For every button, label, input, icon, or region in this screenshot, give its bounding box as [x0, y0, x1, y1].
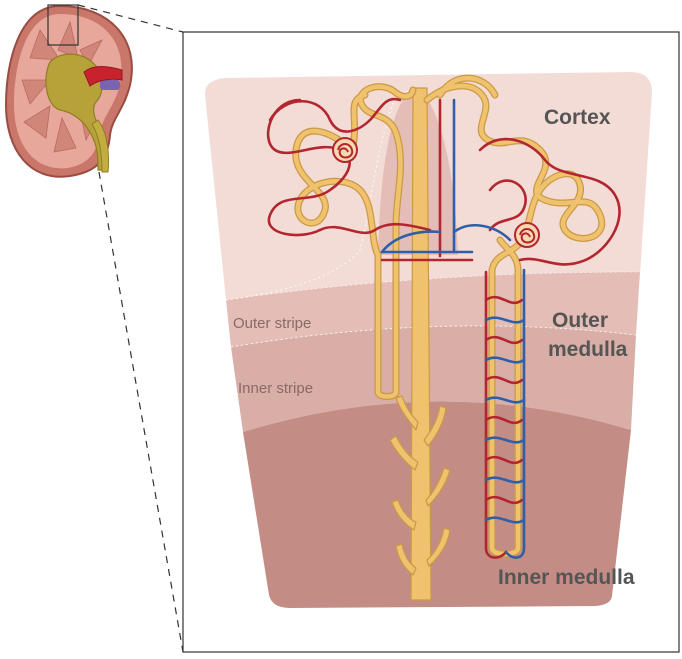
glomerulus-left	[333, 138, 357, 162]
cortex-label: Cortex	[544, 106, 611, 129]
outer-medulla-label-line1: Outer	[552, 309, 608, 332]
inner-medulla-label: Inner medulla	[498, 566, 635, 589]
inner-stripe-label: Inner stripe	[238, 380, 313, 397]
outer-medulla-label-line2: medulla	[548, 338, 628, 361]
renal-vein-icon	[100, 80, 120, 90]
outer-stripe-label: Outer stripe	[233, 315, 311, 332]
glomerulus-right	[515, 223, 539, 247]
kidney-thumbnail	[6, 5, 132, 177]
zoom-line-bottom	[99, 172, 183, 652]
